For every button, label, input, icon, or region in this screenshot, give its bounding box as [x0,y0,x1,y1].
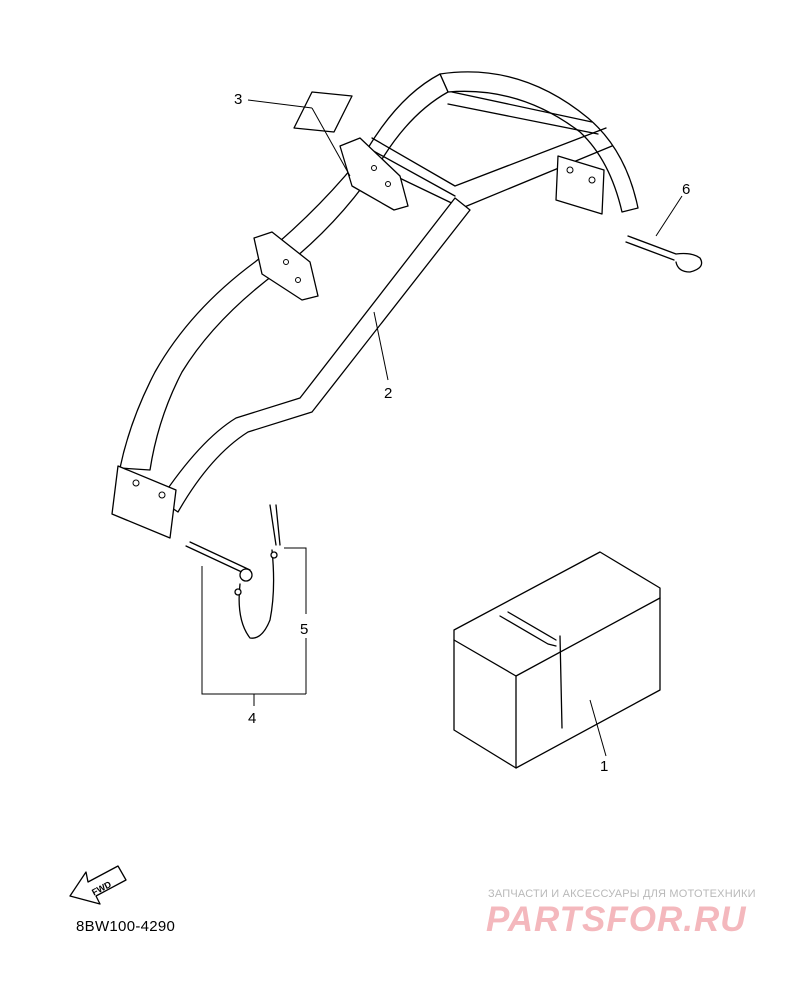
leader-lines [201,99,683,757]
box-part [453,551,661,769]
callout-1: 1 [600,758,608,775]
lanyard-pin-part [185,504,281,639]
pin-part [625,235,703,273]
callout-3: 3 [234,91,242,108]
watermark-tagline: ЗАПЧАСТИ И АКСЕССУАРЫ ДЛЯ МОТОТЕХНИКИ [488,888,756,900]
fwd-arrow-icon: FWD [69,865,127,905]
callout-5: 5 [300,621,308,638]
watermark-logo: PARTSFOR.RU [486,900,747,939]
callout-6: 6 [682,181,690,198]
callout-2: 2 [384,385,392,402]
diagram-code: 8BW100-4290 [76,918,176,935]
callout-4: 4 [248,710,256,727]
label-decal [293,91,353,133]
fender-part [111,71,639,539]
